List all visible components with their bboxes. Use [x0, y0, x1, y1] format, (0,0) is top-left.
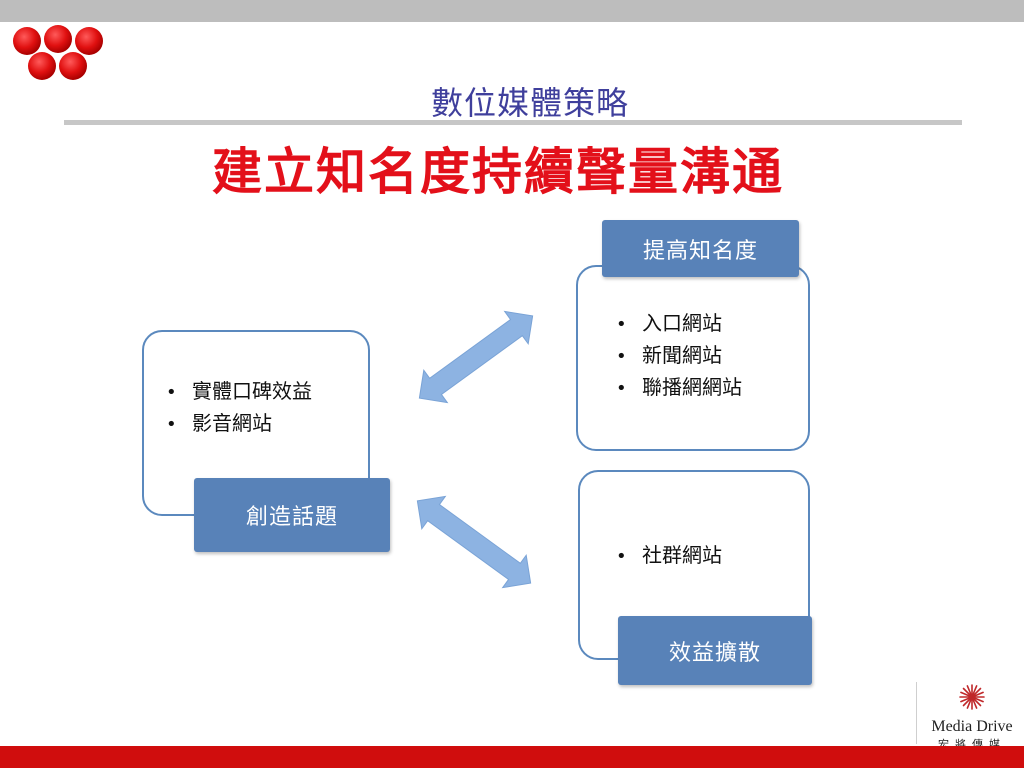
double-headed-arrow-icon — [416, 495, 532, 589]
footer-brand-name: Media Drive — [931, 718, 1013, 735]
tag-raise-awareness: 提高知名度 — [602, 220, 799, 277]
red-balls-logo-icon — [13, 25, 103, 80]
tag-spread-effect: 效益擴散 — [618, 616, 812, 685]
media-drive-sunburst-icon — [959, 684, 985, 710]
bullet-item: 入口網站 — [616, 308, 742, 340]
top-right-box-bullets: 入口網站 新聞網站 聯播網網站 — [616, 308, 742, 404]
bottom-right-box-bullets: 社群網站 — [616, 540, 722, 572]
bullet-item: 社群網站 — [616, 540, 722, 572]
bullet-item: 聯播網網站 — [616, 372, 742, 404]
bottom-bar — [0, 746, 1024, 768]
arrows-group — [416, 310, 534, 589]
left-box-bullets: 實體口碑效益 影音網站 — [166, 376, 312, 440]
bullet-item: 實體口碑效益 — [166, 376, 312, 408]
slide-title: 建立知名度持續聲量溝通 — [212, 143, 784, 201]
top-bar — [0, 0, 1024, 22]
bullet-item: 新聞網站 — [616, 340, 742, 372]
title-divider — [64, 120, 962, 125]
footer-logo: Media Drive 宏將傳媒 — [924, 684, 1020, 751]
double-headed-arrow-icon — [418, 310, 534, 404]
bullet-item: 影音網站 — [166, 408, 312, 440]
slide-subtitle: 數位媒體策略 — [430, 84, 629, 122]
tag-create-topic: 創造話題 — [194, 478, 390, 552]
footer-divider — [916, 682, 917, 744]
